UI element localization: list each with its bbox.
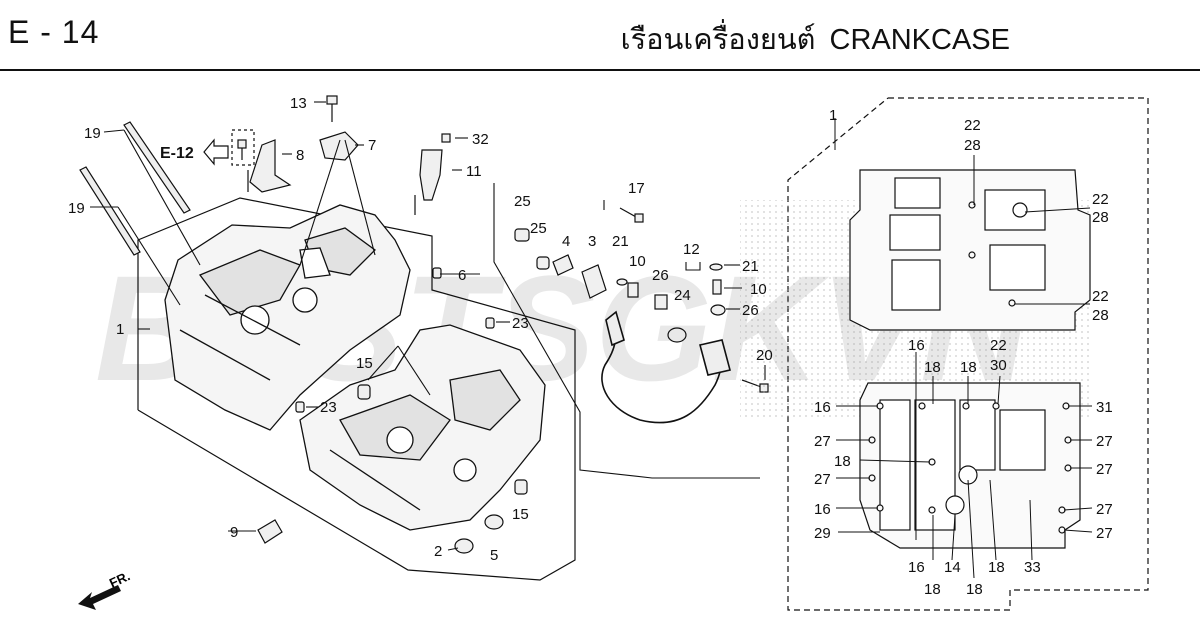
callout-25: 25 — [530, 220, 547, 237]
callout-33: 33 — [1024, 559, 1041, 576]
callout-30: 30 — [990, 357, 1007, 374]
page-title-thai: เรือนเครื่องยนต์ — [620, 24, 816, 56]
leader-lines — [90, 101, 766, 551]
callout-31: 31 — [1096, 399, 1113, 416]
callout-27: 27 — [1096, 501, 1113, 518]
reference-label: E-12 — [160, 145, 194, 162]
callout-2: 2 — [434, 543, 442, 560]
callout-23: 23 — [320, 399, 337, 416]
callout-26: 26 — [742, 302, 759, 319]
callout-26: 26 — [652, 267, 669, 284]
crankcase-exploded-diagram: BESTSGKVN — [68, 95, 1149, 611]
callout-18: 18 — [924, 359, 941, 376]
callout-28: 28 — [964, 137, 981, 154]
callout-14: 14 — [944, 559, 961, 576]
callout-18: 18 — [834, 453, 851, 470]
callout-19: 19 — [68, 200, 85, 217]
callout-13: 13 — [290, 95, 307, 112]
small-parts — [231, 95, 769, 554]
callout-16: 16 — [908, 337, 925, 354]
page-title: เรือนเครื่องยนต์ CRANKCASE — [607, 16, 1010, 62]
callout-8: 8 — [296, 147, 304, 164]
callout-22: 22 — [964, 117, 981, 134]
callout-9: 9 — [230, 524, 238, 541]
callout-22: 22 — [990, 337, 1007, 354]
callout-21: 21 — [742, 258, 759, 275]
front-label: FR. — [107, 568, 132, 590]
callout-18: 18 — [988, 559, 1005, 576]
callout-labels: 1 1 2 3 4 5 6 7 8 9 10 10 11 12 13 14 15… — [68, 95, 1113, 598]
callout-16: 16 — [814, 399, 831, 416]
reference-arrow-e12[interactable]: E-12 — [160, 138, 229, 166]
callout-11: 11 — [466, 163, 482, 180]
callout-12: 12 — [683, 241, 700, 258]
callout-4: 4 — [562, 233, 570, 250]
callout-28: 28 — [1092, 209, 1109, 226]
callout-10: 10 — [750, 281, 767, 298]
callout-18: 18 — [960, 359, 977, 376]
callout-18: 18 — [966, 581, 983, 598]
lower-crankcase-part — [299, 324, 546, 531]
callout-25: 25 — [514, 193, 531, 210]
header-divider — [0, 69, 1200, 71]
callout-23: 23 — [512, 315, 529, 332]
callout-10: 10 — [629, 253, 646, 270]
sensor-harness — [601, 310, 731, 424]
callout-27: 27 — [1096, 461, 1113, 478]
crankcase-top-view — [849, 169, 1091, 331]
page-code: E - 14 — [8, 14, 100, 50]
callout-6: 6 — [458, 267, 466, 284]
callout-29: 29 — [814, 525, 831, 542]
callout-17: 17 — [628, 180, 645, 197]
callout-22: 22 — [1092, 288, 1109, 305]
callout-1: 1 — [829, 107, 837, 124]
callout-5: 5 — [490, 547, 498, 564]
callout-28: 28 — [1092, 307, 1109, 324]
callout-7: 7 — [368, 137, 376, 154]
callout-16: 16 — [814, 501, 831, 518]
callout-27: 27 — [1096, 433, 1113, 450]
callout-16: 16 — [908, 559, 925, 576]
callout-18: 18 — [924, 581, 941, 598]
callout-3: 3 — [588, 233, 596, 250]
crankcase-bottom-view — [859, 382, 1081, 549]
callout-15: 15 — [356, 355, 373, 372]
callout-27: 27 — [814, 433, 831, 450]
right-leader-lines — [834, 118, 1093, 579]
front-direction-arrow: FR. — [78, 568, 132, 610]
stud-bolts — [79, 121, 191, 256]
callout-27: 27 — [814, 471, 831, 488]
page-title-english: CRANKCASE — [829, 24, 1011, 56]
page-header: E - 14 เรือนเครื่องยนต์ CRANKCASE — [0, 0, 1200, 70]
callout-19: 19 — [84, 125, 101, 142]
callout-27: 27 — [1096, 525, 1113, 542]
upper-crankcase-part — [164, 204, 411, 431]
callout-21: 21 — [612, 233, 629, 250]
callout-22: 22 — [1092, 191, 1109, 208]
callout-32: 32 — [472, 131, 489, 148]
upper-crankcase-group — [137, 170, 576, 581]
callout-15: 15 — [512, 506, 529, 523]
callout-20: 20 — [756, 347, 773, 364]
callout-24: 24 — [674, 287, 691, 304]
callout-1: 1 — [116, 321, 124, 338]
